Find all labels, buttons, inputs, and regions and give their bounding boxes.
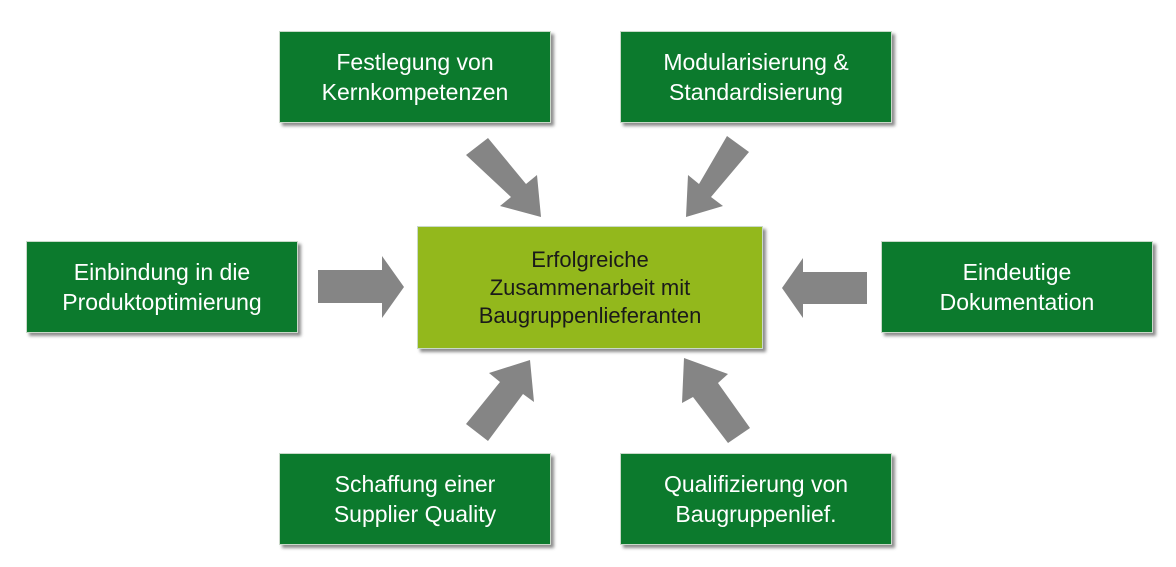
node-dokumentation: Eindeutige Dokumentation xyxy=(881,241,1153,333)
arrow-bottom-left xyxy=(466,360,534,441)
node-label: Qualifizierung von Baugruppenlief. xyxy=(663,471,849,527)
arrow-mid-right xyxy=(782,258,867,318)
arrow-top-left xyxy=(466,138,541,217)
node-label: Schaffung einer Supplier Quality xyxy=(333,471,497,527)
node-produktoptimierung: Einbindung in die Produktoptimierung xyxy=(26,241,298,333)
arrow-top-right xyxy=(686,136,749,217)
node-modularisierung: Modularisierung & Standardisierung xyxy=(620,31,892,123)
arrow-bottom-right xyxy=(682,358,750,443)
node-qualifizierung: Qualifizierung von Baugruppenlief. xyxy=(620,453,892,545)
arrow-mid-left xyxy=(318,256,404,318)
node-label: Eindeutige Dokumentation xyxy=(939,259,1095,315)
node-supplier-quality: Schaffung einer Supplier Quality xyxy=(279,453,551,545)
node-label: Modularisierung & Standardisierung xyxy=(663,49,849,105)
node-kernkompetenzen: Festlegung von Kernkompetenzen xyxy=(279,31,551,123)
center-node: Erfolgreiche Zusammenarbeit mit Baugrupp… xyxy=(417,226,763,349)
node-label: Einbindung in die Produktoptimierung xyxy=(62,259,262,315)
node-label: Festlegung von Kernkompetenzen xyxy=(321,49,509,105)
center-label: Erfolgreiche Zusammenarbeit mit Baugrupp… xyxy=(478,246,702,328)
